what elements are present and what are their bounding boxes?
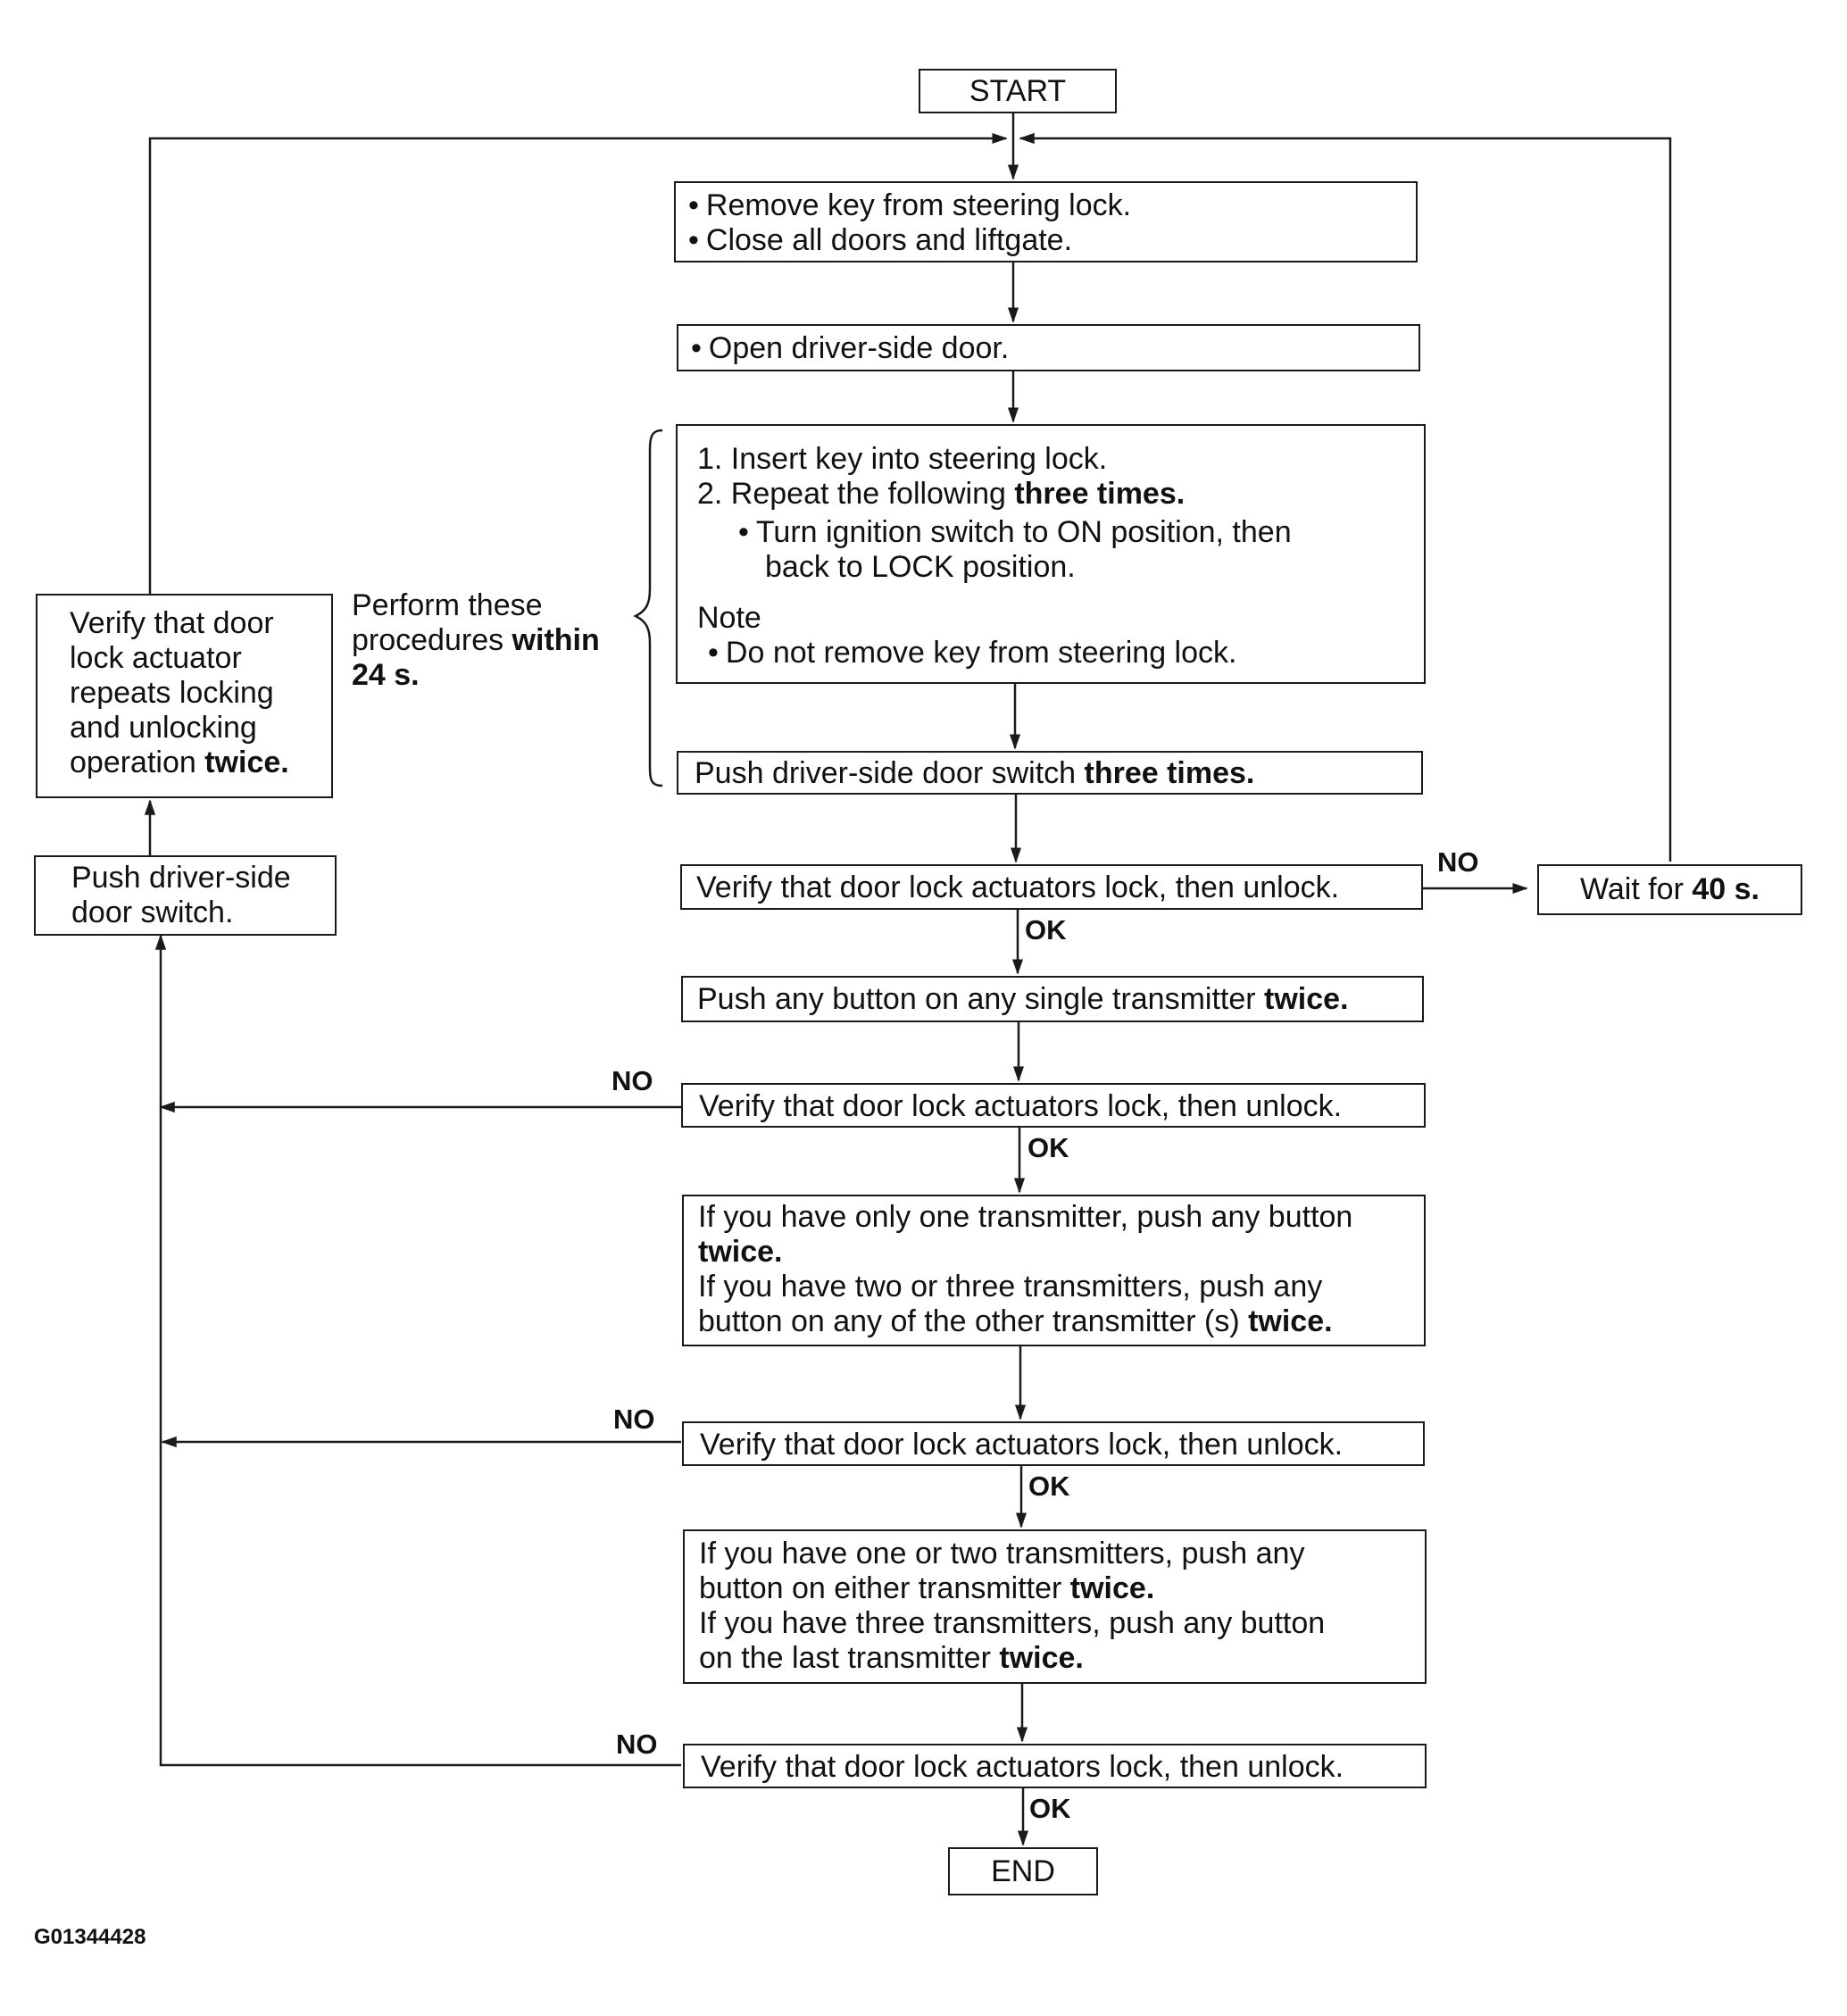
- left-push-switch-line2: door switch.: [71, 896, 234, 929]
- wait-text: Wait for 40 s.: [1580, 872, 1760, 906]
- step-insert-key-item2: 2. Repeat the following three times.: [697, 477, 1186, 511]
- left-push-switch-line1: Push driver-side: [71, 861, 291, 895]
- verify-text-2: Verify that door lock actuators lock, th…: [699, 1089, 1343, 1123]
- no-label-verify3: NO: [613, 1404, 655, 1435]
- verify-box-2: Verify that door lock actuators lock, th…: [681, 1083, 1426, 1128]
- left-verify-line4: and unlocking: [70, 711, 257, 745]
- bracket-note-line3: 24 s.: [352, 658, 420, 692]
- step-insert-key-sub-line2: back to LOCK position.: [765, 550, 1076, 584]
- ok-label-3: OK: [1028, 1470, 1070, 1502]
- no-label-verify4: NO: [616, 1729, 658, 1760]
- left-verify-box: Verify that door lock actuator repeats l…: [36, 594, 333, 798]
- no-label-wait: NO: [1437, 846, 1479, 878]
- end-terminal: END: [948, 1847, 1098, 1895]
- step-one-transmitter-line4: button on any of the other transmitter (…: [698, 1304, 1333, 1338]
- left-push-switch-box: Push driver-side door switch.: [34, 855, 337, 936]
- left-verify-line3: repeats locking: [70, 676, 274, 710]
- left-verify-line5: operation twice.: [70, 746, 289, 779]
- start-terminal: START: [919, 69, 1117, 113]
- step-two-transmitters-line3: If you have three transmitters, push any…: [699, 1606, 1326, 1640]
- step-insert-key-note-title: Note: [697, 601, 761, 635]
- bracket-note: Perform these procedures within 24 s.: [352, 588, 600, 693]
- verify-text-4: Verify that door lock actuators lock, th…: [701, 1750, 1344, 1784]
- step-remove-key-box: Remove key from steering lock. Close all…: [674, 181, 1418, 262]
- step-push-button-text: Push any button on any single transmitte…: [697, 982, 1349, 1016]
- step-one-transmitter-line3: If you have two or three transmitters, p…: [698, 1270, 1323, 1304]
- verify-box-1: Verify that door lock actuators lock, th…: [680, 864, 1423, 910]
- step-two-transmitters-box: If you have one or two transmitters, pus…: [683, 1529, 1427, 1684]
- step-two-transmitters-line4: on the last transmitter twice.: [699, 1641, 1084, 1675]
- step-open-door-text: Open driver-side door.: [691, 331, 1406, 366]
- step-insert-key-box: 1. Insert key into steering lock. 2. Rep…: [676, 424, 1426, 684]
- left-verify-line2: lock actuator: [70, 641, 242, 675]
- ok-label-4: OK: [1029, 1793, 1071, 1824]
- step-insert-key-sub-line1: Turn ignition switch to ON position, the…: [738, 515, 1404, 550]
- verify-text-3: Verify that door lock actuators lock, th…: [700, 1428, 1344, 1462]
- step-two-transmitters-line2: button on either transmitter twice.: [699, 1571, 1155, 1605]
- loop-left-verify-to-start: [148, 132, 1008, 594]
- step-push-button-box: Push any button on any single transmitte…: [681, 976, 1424, 1022]
- verify-box-3: Verify that door lock actuators lock, th…: [682, 1421, 1425, 1466]
- ok-label-2: OK: [1027, 1132, 1069, 1163]
- step-two-transmitters-line1: If you have one or two transmitters, pus…: [699, 1537, 1305, 1570]
- step-one-transmitter-line1: If you have only one transmitter, push a…: [698, 1200, 1353, 1234]
- step-push-switch-text: Push driver-side door switch three times…: [695, 756, 1255, 790]
- left-verify-line1: Verify that door: [70, 606, 274, 640]
- bracket-note-line2: procedures within: [352, 623, 600, 657]
- step-insert-key-note-text: Do not remove key from steering lock.: [708, 636, 1404, 671]
- step-one-transmitter-box: If you have only one transmitter, push a…: [682, 1195, 1426, 1346]
- end-label: END: [991, 1854, 1055, 1888]
- step-one-transmitter-line2: twice.: [698, 1235, 783, 1269]
- step-remove-key-line2: Close all doors and liftgate.: [688, 223, 1403, 258]
- step-remove-key-line1: Remove key from steering lock.: [688, 188, 1403, 223]
- step-open-door-box: Open driver-side door.: [677, 324, 1420, 371]
- step-push-switch-box: Push driver-side door switch three times…: [677, 751, 1423, 795]
- procedure-brace: [633, 429, 663, 787]
- verify-text-1: Verify that door lock actuators lock, th…: [696, 871, 1340, 904]
- ok-label-1: OK: [1025, 914, 1067, 946]
- figure-id: G01344428: [34, 1925, 146, 1949]
- wait-box: Wait for 40 s.: [1537, 864, 1802, 915]
- step-insert-key-item1: 1. Insert key into steering lock.: [697, 442, 1108, 476]
- start-label: START: [969, 73, 1067, 108]
- verify-box-4: Verify that door lock actuators lock, th…: [683, 1744, 1427, 1788]
- no-label-verify2: NO: [612, 1065, 653, 1096]
- no-return-bottom: [154, 934, 681, 1767]
- loop-wait-to-start: [1019, 132, 1672, 862]
- bracket-note-line1: Perform these: [352, 588, 543, 622]
